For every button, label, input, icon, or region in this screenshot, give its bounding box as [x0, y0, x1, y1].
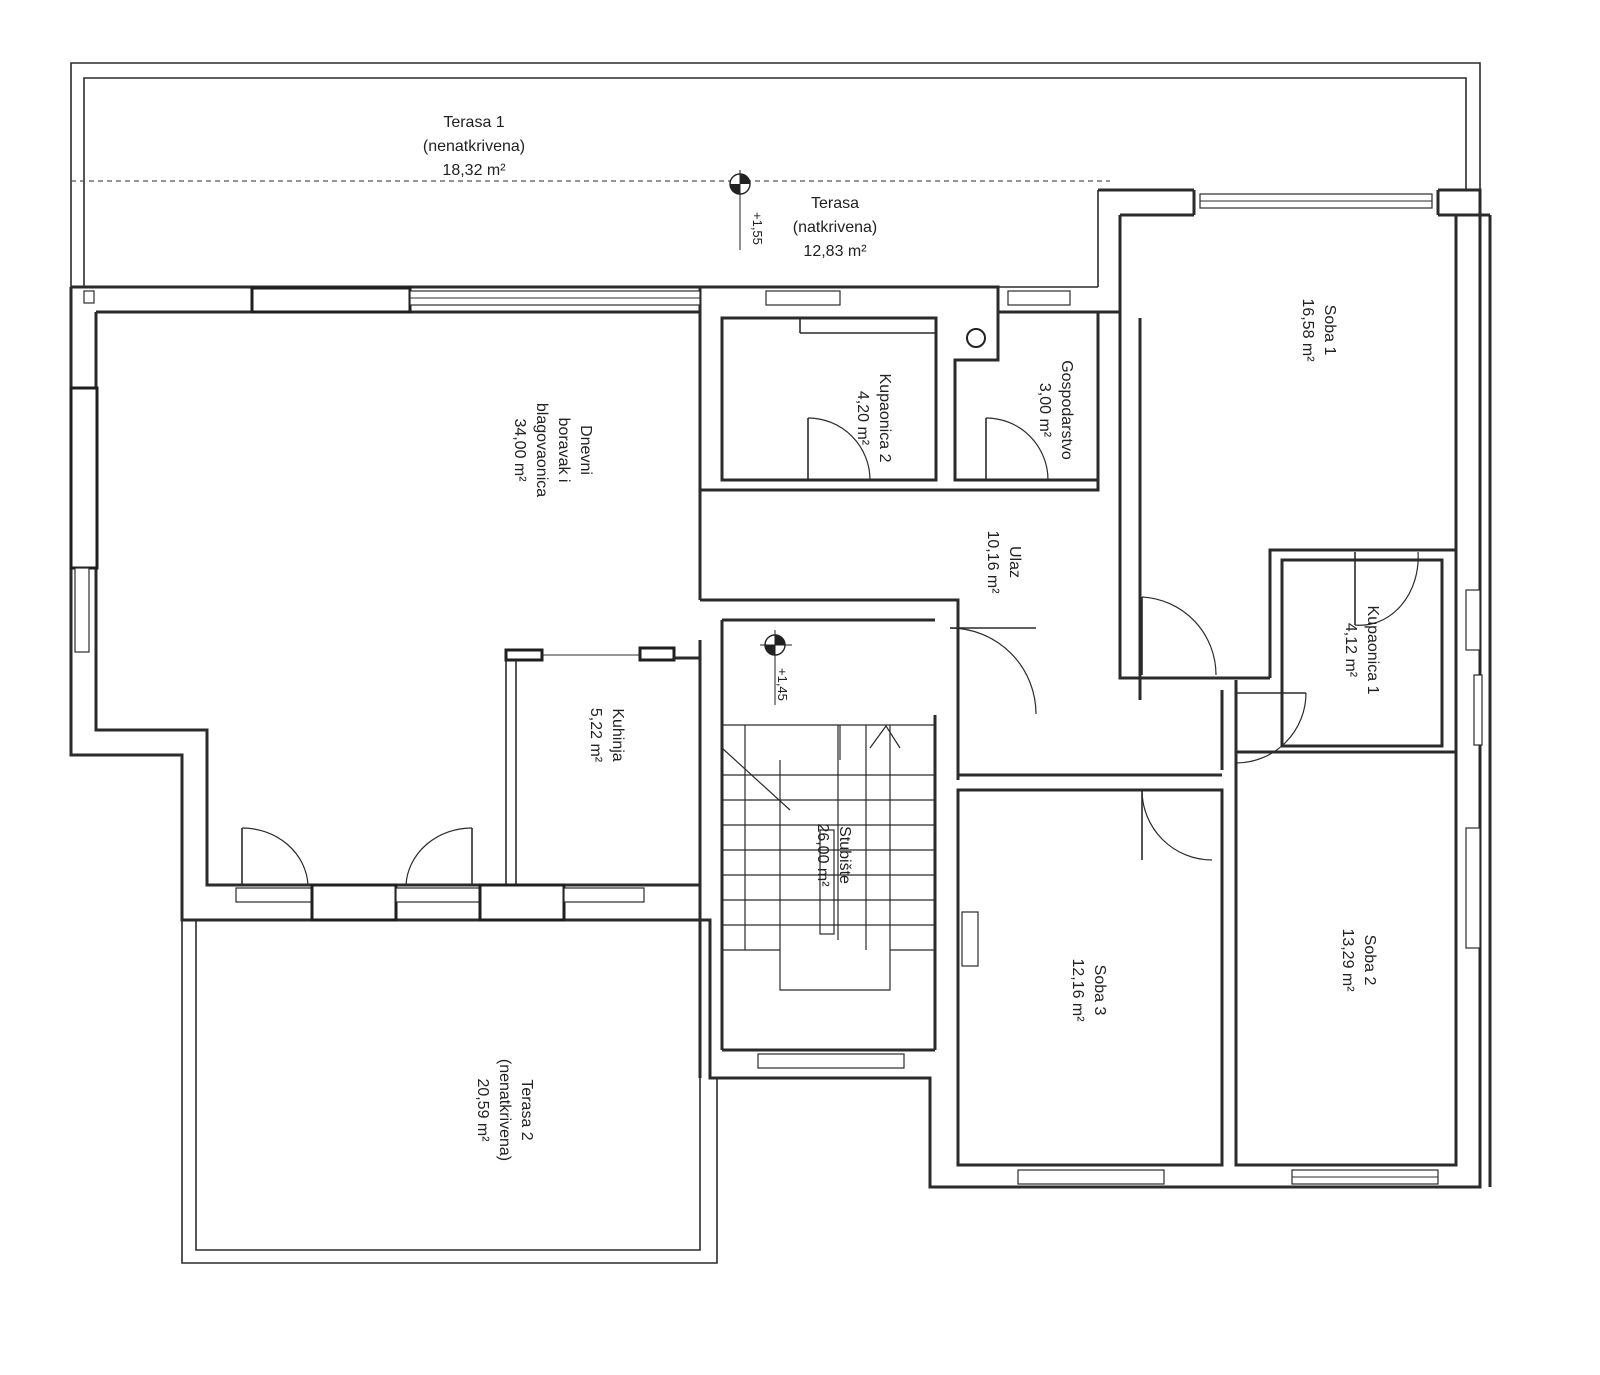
label-kuhinja: Kuhinja 5,22 m² [587, 708, 626, 763]
label-ulaz: Ulaz 10,16 m² [984, 530, 1023, 594]
level-label-stair: +1,45 [775, 668, 790, 701]
stairs [721, 724, 935, 991]
doors [241, 417, 1419, 886]
soba-1-name: Soba 1 [1321, 305, 1338, 356]
terasa-natkrivena-name: Terasa [811, 195, 859, 212]
soba-3-walls [956, 788, 1224, 1167]
kupaonica-2-walls [720, 316, 938, 482]
terasa-2-outline [181, 920, 718, 1264]
kuhinja-walls [504, 646, 700, 885]
terasa-2-area: 20,59 m² [474, 1078, 491, 1142]
level-marker-stair: +1,45 [760, 630, 792, 705]
soba-3-area: 12,16 m² [1069, 958, 1086, 1022]
label-kupaonica-1: Kupaonica 1 4,12 m² [1342, 606, 1381, 695]
ulaz-area: 10,16 m² [984, 530, 1001, 594]
gospodarstvo-walls [953, 287, 1098, 482]
label-soba-1: Soba 1 16,58 m² [1299, 298, 1338, 362]
terasa-1-outline [70, 62, 1481, 288]
soba-2-area: 13,29 m² [1339, 928, 1356, 992]
soba-1-area: 16,58 m² [1299, 298, 1316, 362]
label-dnevni: Dnevni boravak i blagovaonica 34,00 m² [511, 403, 594, 497]
label-gospodarstvo: Gospodarstvo 3,00 m² [1036, 360, 1075, 460]
label-terasa-1: Terasa 1 (nenatkrivena) 18,32 m² [423, 114, 525, 179]
dnevni-line2: boravak i [555, 418, 572, 483]
kuhinja-name: Kuhinja [609, 708, 626, 761]
soba-1-walls [1118, 215, 1458, 700]
dnevni-area: 34,00 m² [511, 418, 528, 482]
gospodarstvo-name: Gospodarstvo [1058, 360, 1075, 460]
level-marker-terrace: +1,55 [729, 170, 765, 250]
windows [69, 193, 1439, 1185]
stubiste-area: 26,00 m² [814, 823, 831, 887]
kupaonica-1-walls [1280, 558, 1483, 748]
soba-2-name: Soba 2 [1361, 935, 1378, 986]
ulaz-walls [958, 680, 1238, 1165]
ulaz-name: Ulaz [1006, 546, 1023, 578]
terasa-1-area: 18,32 m² [442, 162, 506, 179]
label-kupaonica-2: Kupaonica 2 4,20 m² [854, 374, 893, 463]
terasa-1-name: Terasa 1 [443, 114, 504, 131]
terasa-1-note: (nenatkrivena) [423, 138, 525, 155]
label-terasa-natkrivena: Terasa (natkrivena) 12,83 m² [793, 195, 877, 260]
level-label-terrace: +1,55 [750, 212, 765, 245]
dnevni-line1: Dnevni [577, 425, 594, 475]
terasa-2-note: (nenatkrivena) [496, 1059, 513, 1161]
soba-2-walls [1234, 750, 1481, 1167]
label-soba-3: Soba 3 12,16 m² [1069, 958, 1108, 1022]
kuhinja-area: 5,22 m² [587, 708, 604, 763]
terasa-2-name: Terasa 2 [518, 1079, 535, 1140]
dnevni-line3: blagovaonica [533, 403, 550, 497]
gospodarstvo-area: 3,00 m² [1036, 383, 1053, 438]
kupaonica-2-name: Kupaonica 2 [876, 374, 893, 463]
kupaonica-1-area: 4,12 m² [1342, 623, 1359, 678]
kupaonica-1-name: Kupaonica 1 [1364, 606, 1381, 695]
label-terasa-2: Terasa 2 (nenatkrivena) 20,59 m² [474, 1059, 535, 1161]
label-soba-2: Soba 2 13,29 m² [1339, 928, 1378, 992]
terasa-natkrivena-area: 12,83 m² [803, 243, 867, 260]
soba-3-name: Soba 3 [1091, 965, 1108, 1016]
label-stubiste: Stubište 26,00 m² [814, 823, 853, 887]
terasa-natkrivena-note: (natkrivena) [793, 219, 877, 236]
kupaonica-2-area: 4,20 m² [854, 391, 871, 446]
stubiste-name: Stubište [836, 826, 853, 884]
